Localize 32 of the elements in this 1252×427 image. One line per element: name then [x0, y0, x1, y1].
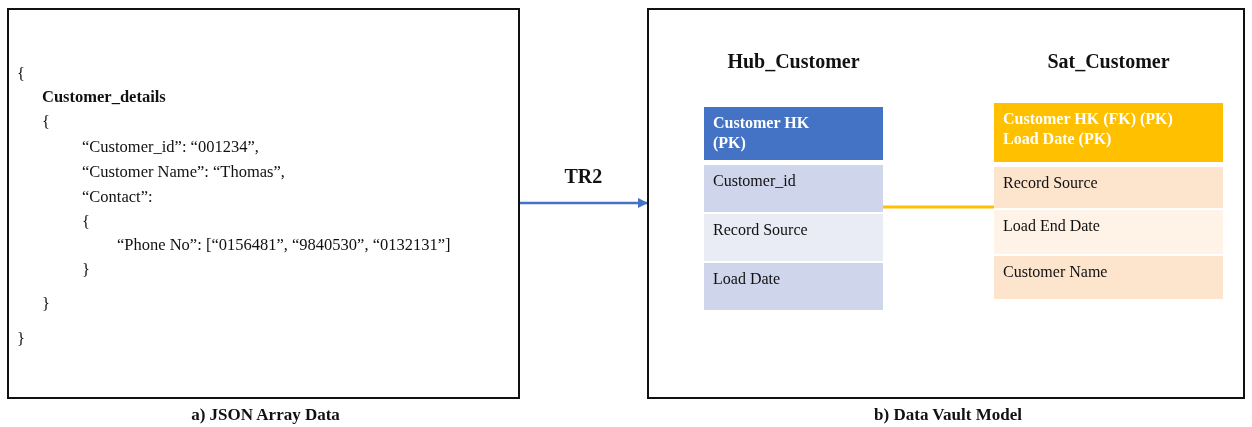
field-name: Record Source: [713, 220, 809, 240]
code-line: {: [42, 112, 50, 132]
code-line: “Customer Name”: “Thomas”,: [82, 162, 285, 182]
table-row: [994, 167, 1223, 208]
field-name: Load End Date: [1003, 216, 1101, 236]
field-name: Customer HK (FK) (PK) Load Date (PK): [1003, 109, 1174, 149]
field-name: Record Source: [1003, 173, 1099, 193]
panel-caption: a) JSON Array Data: [190, 405, 341, 425]
table-row: [704, 165, 883, 212]
code-line: “Phone No”: [“0156481”, “9840530”, “0132131”]: [117, 235, 451, 255]
arrow: [520, 198, 648, 208]
connector-line: [883, 205, 994, 209]
code-line: }: [42, 294, 50, 314]
table-title: Hub_Customer: [726, 50, 861, 73]
code-line: {: [82, 212, 90, 232]
field-name: Customer Name: [1003, 262, 1109, 282]
code-line: }: [82, 260, 90, 280]
panel-caption: b) Data Vault Model: [873, 405, 1023, 425]
table-row: [994, 210, 1223, 254]
code-line: “Customer_id”: “001234”,: [82, 137, 259, 157]
code-line: Customer_details: [42, 87, 166, 107]
field-name: Customer_id: [713, 171, 797, 191]
table-row: [994, 256, 1223, 299]
code-line: }: [17, 329, 25, 349]
table-title: Sat_Customer: [1046, 50, 1171, 73]
table-header: [704, 107, 883, 160]
code-line: “Contact”:: [82, 187, 153, 207]
field-name: Customer HK (PK): [713, 113, 811, 153]
code-line: {: [17, 64, 25, 84]
field-name: Load Date: [713, 269, 782, 289]
table-row: [704, 263, 883, 310]
table-header: [994, 103, 1223, 162]
